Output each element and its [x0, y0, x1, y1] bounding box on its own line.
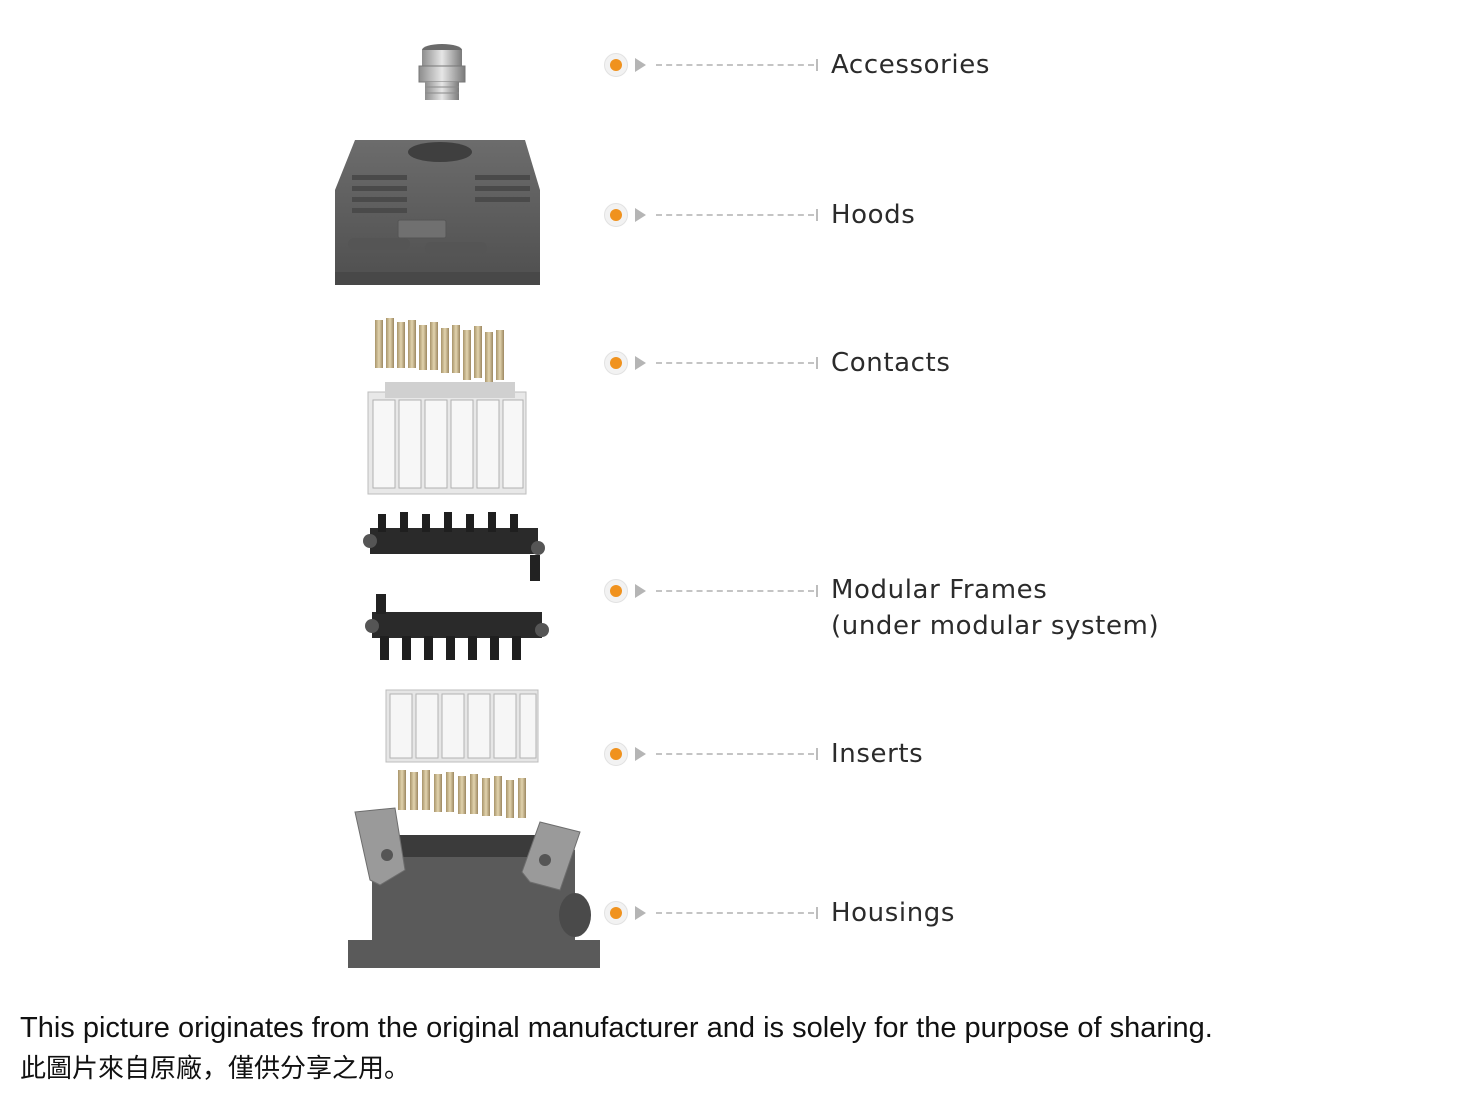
label-accessories: Accessories: [831, 50, 990, 80]
label-modular-frames: Modular Frames (under modular system): [831, 572, 1159, 644]
callout-accessories: Accessories: [604, 50, 990, 80]
arrow-icon: [635, 584, 646, 598]
leader-line: [656, 912, 814, 914]
leader-line: [656, 64, 814, 66]
leader-tick: [816, 209, 818, 221]
label-modular-frames-line1: Modular Frames: [831, 575, 1048, 605]
label-contacts: Contacts: [831, 348, 951, 378]
arrow-icon: [635, 356, 646, 370]
leader-tick: [816, 748, 818, 760]
arrow-icon: [635, 208, 646, 222]
label-inserts: Inserts: [831, 739, 924, 769]
leader-line: [656, 362, 814, 364]
cable-gland-icon: [418, 44, 466, 100]
label-hoods: Hoods: [831, 200, 916, 230]
leader-tick: [816, 357, 818, 369]
callout-modular-frames: Modular Frames (under modular system): [604, 575, 1159, 641]
arrow-icon: [635, 906, 646, 920]
bullet-icon: [604, 742, 628, 766]
callout-contacts: Contacts: [604, 348, 951, 378]
leader-line: [656, 753, 814, 755]
label-housings: Housings: [831, 898, 956, 928]
exploded-parts-illustration: [335, 44, 600, 968]
callout-hoods: Hoods: [604, 200, 915, 230]
callout-housings: Housings: [604, 898, 955, 928]
arrow-icon: [635, 58, 646, 72]
leader-tick: [816, 59, 818, 71]
label-modular-frames-line2: (under modular system): [831, 611, 1160, 641]
modular-frame-icon: [363, 512, 549, 660]
bullet-icon: [604, 351, 628, 375]
bullet-icon: [604, 53, 628, 77]
contacts-icon: [367, 318, 527, 495]
bullet-icon: [604, 901, 628, 925]
bullet-icon: [604, 579, 628, 603]
insert-icon: [385, 689, 539, 818]
arrow-icon: [635, 747, 646, 761]
leader-line: [656, 590, 814, 592]
caption-chinese: 此圖片來自原廠，僅供分享之用。: [20, 1054, 411, 1084]
leader-line: [656, 214, 814, 216]
leader-tick: [816, 907, 818, 919]
callout-inserts: Inserts: [604, 739, 923, 769]
housing-icon: [348, 807, 600, 968]
hood-icon: [335, 140, 540, 285]
leader-tick: [816, 585, 818, 597]
bullet-icon: [604, 203, 628, 227]
caption-english: This picture originates from the origina…: [20, 1012, 1213, 1044]
